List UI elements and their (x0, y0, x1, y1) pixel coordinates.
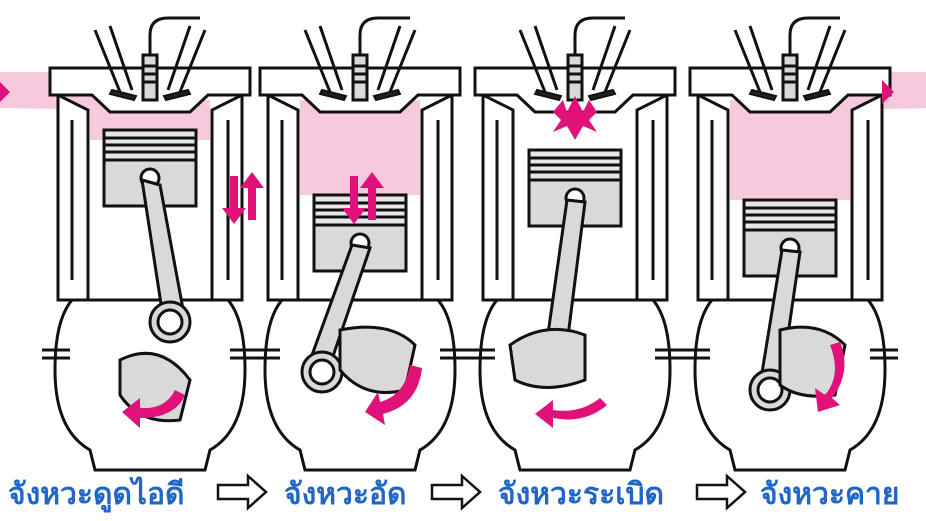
connector-arrow-3 (697, 476, 745, 508)
engine-stage-intake (0, 18, 264, 470)
stage-label-compression: จังหวะอัด (284, 477, 406, 512)
stage-label-intake: จังหวะดูดไอดี (8, 476, 185, 513)
engine-stage-exhaust (682, 18, 926, 470)
engine-stage-compression (252, 18, 468, 470)
connector-arrow-2 (432, 476, 480, 508)
connector-arrow-1 (218, 476, 266, 508)
stage-label-power: จังหวะระเบิด (498, 477, 664, 512)
stage-label-exhaust: จังหวะคาย (760, 477, 899, 512)
